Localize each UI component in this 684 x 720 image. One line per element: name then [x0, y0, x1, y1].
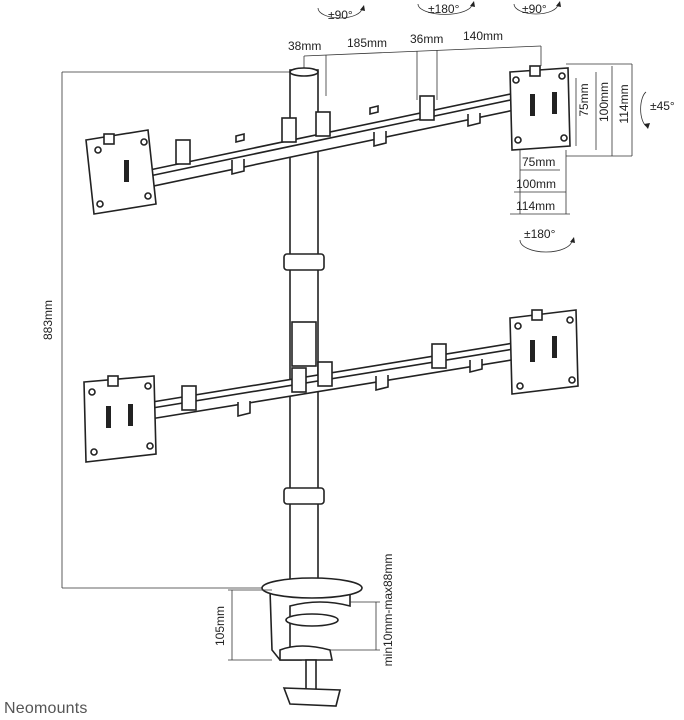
dim-140mm: 140mm	[463, 29, 503, 43]
rotation-label-left: ±90°	[317, 5, 365, 22]
height-dimension-line	[61, 71, 296, 589]
lower-arm	[139, 341, 525, 421]
dim-vesa-h-100: 100mm	[516, 177, 556, 191]
vesa-plate-top-right	[509, 65, 571, 151]
vesa-plate-top-left	[85, 129, 157, 215]
dim-38mm: 38mm	[288, 39, 321, 53]
vesa-dimension-lines	[510, 63, 633, 215]
vesa-plate-bottom-left	[83, 375, 157, 463]
rotation-middle-text: ±180°	[428, 2, 460, 16]
dim-vesa-h-114: 114mm	[516, 199, 555, 213]
dim-vesa-v-100: 100mm	[597, 82, 611, 122]
rotation-label-middle: ±180°	[417, 1, 475, 16]
dim-desk-thickness: min10mm-max88mm	[381, 554, 395, 667]
rotation-right-text: ±90°	[522, 2, 547, 16]
dim-36mm: 36mm	[410, 32, 443, 46]
dim-185mm: 185mm	[347, 36, 387, 50]
dim-vesa-h-75: 75mm	[522, 155, 555, 169]
tilt-indicator	[640, 91, 650, 129]
upper-arm	[139, 91, 525, 189]
rotation-label-right: ±90°	[513, 1, 561, 16]
desk-clamp	[261, 577, 363, 707]
rotation-left-text: ±90°	[328, 8, 353, 22]
pole	[283, 67, 325, 591]
rotate-indicator	[519, 237, 575, 253]
dim-883mm: 883mm	[41, 300, 55, 340]
rotate-text: ±180°	[524, 227, 556, 241]
vesa-plate-bottom-right	[509, 309, 579, 395]
brand-logo-text: Neomounts	[4, 700, 88, 717]
dim-vesa-v-114: 114mm	[617, 84, 631, 123]
clamp-dimension-lines	[228, 589, 380, 661]
tilt-text: ±45°	[650, 99, 675, 113]
arm-dimension-line	[303, 45, 542, 100]
dim-vesa-v-75: 75mm	[577, 83, 591, 116]
dim-105mm: 105mm	[213, 606, 227, 646]
